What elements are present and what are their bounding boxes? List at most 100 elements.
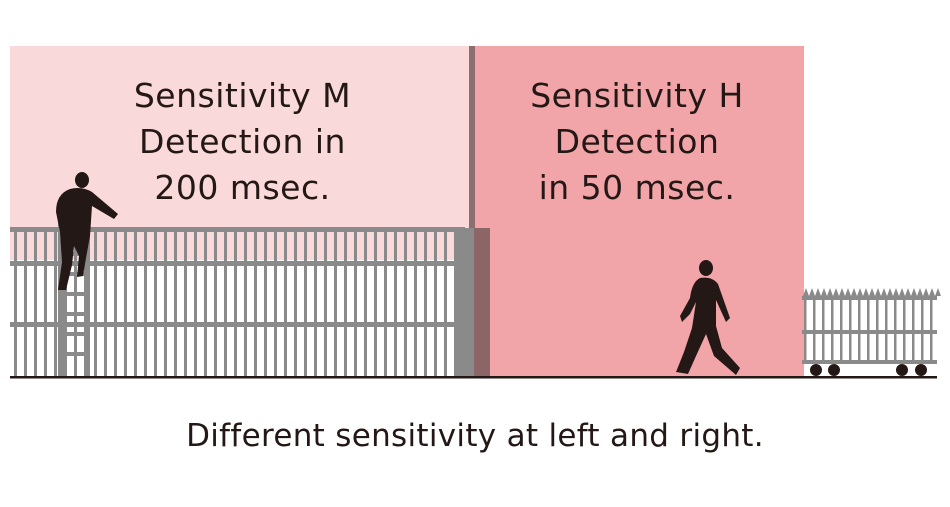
left-zone-detection-line2: 200 msec. [154, 168, 331, 207]
gate-bar [930, 296, 933, 364]
fence-bar [454, 228, 457, 377]
fence-bar [134, 228, 137, 377]
fence-bar [234, 228, 237, 377]
fence-bar [374, 228, 377, 377]
fence-bar [344, 228, 347, 377]
right-zone-label: Sensitivity H Detection in 50 msec. [488, 73, 786, 211]
fence [10, 227, 490, 377]
walking-person-icon [676, 260, 740, 375]
fence-bar [364, 228, 367, 377]
fence-bar [154, 228, 157, 377]
gate-spike [839, 288, 845, 296]
gate-bar [849, 296, 852, 364]
fence-bar [384, 228, 387, 377]
fence-bar [74, 228, 77, 377]
fence-bar [224, 228, 227, 377]
gate-spike [881, 288, 887, 296]
fence-bar [274, 228, 277, 377]
gate-spike [905, 288, 911, 296]
fence-bar [434, 228, 437, 377]
gate-bar [894, 296, 897, 364]
gate-spike [875, 288, 881, 296]
right-detection-zone [474, 46, 804, 377]
gate-spike [815, 288, 821, 296]
fence-bar [404, 228, 407, 377]
fence-bar [414, 228, 417, 377]
fence-bar [244, 228, 247, 377]
gate-bar [912, 296, 915, 364]
fence-bar [124, 228, 127, 377]
gate-spike [893, 288, 899, 296]
ground-line [10, 376, 937, 379]
fence-bar [334, 228, 337, 377]
fence-bar [444, 228, 447, 377]
fence-bar [104, 228, 107, 377]
fence-bar [214, 228, 217, 377]
left-zone-detection-line1: Detection in [139, 122, 346, 161]
right-zone-detection-line2: in 50 msec. [538, 168, 736, 207]
fence-bar [424, 228, 427, 377]
gate-bar [921, 296, 924, 364]
gate-spike [833, 288, 839, 296]
fence-bar [114, 228, 117, 377]
left-zone-sensitivity: Sensitivity M [133, 76, 352, 115]
fence-bar [44, 228, 47, 377]
fence-bar [264, 228, 267, 377]
gate-spike [935, 288, 941, 296]
fence-bar [194, 228, 197, 377]
sensor-pole [469, 46, 475, 377]
fence-bar [294, 228, 297, 377]
gate-bar [804, 296, 807, 364]
gate-bar [867, 296, 870, 364]
person-on-ladder-icon [56, 172, 118, 290]
fence-bar [144, 228, 147, 377]
gate-spike [827, 288, 833, 296]
fence-bar [314, 228, 317, 377]
gate-bar [831, 296, 834, 364]
gate-spike [887, 288, 893, 296]
gate-spike [809, 288, 815, 296]
fence-bar [94, 228, 97, 377]
gate-spike [923, 288, 929, 296]
fence-bar [14, 228, 17, 377]
left-zone-label: Sensitivity M Detection in 200 msec. [90, 73, 395, 211]
gate-spike [911, 288, 917, 296]
gate-spike [917, 288, 923, 296]
fence-bar [204, 228, 207, 377]
gate-spike [869, 288, 875, 296]
fence-bar [184, 228, 187, 377]
gate-spike [929, 288, 935, 296]
gate-spike [863, 288, 869, 296]
fence-bar [24, 228, 27, 377]
gate-bar [840, 296, 843, 364]
gate-bar [822, 296, 825, 364]
fence-bar [64, 228, 67, 377]
gate-bar [885, 296, 888, 364]
gate-spike [899, 288, 905, 296]
fence-bar [324, 228, 327, 377]
gate-bar [858, 296, 861, 364]
fence-bar [164, 228, 167, 377]
movable-gate-icon [802, 288, 941, 376]
caption: Different sensitivity at left and right. [186, 418, 764, 454]
gate-bar [876, 296, 879, 364]
gate-spike [821, 288, 827, 296]
fence-bar [394, 228, 397, 377]
fence-gate-post [456, 228, 474, 377]
gate-spike [803, 288, 809, 296]
gate-spike [857, 288, 863, 296]
gate-bar [903, 296, 906, 364]
fence-bar [254, 228, 257, 377]
gate-spike [845, 288, 851, 296]
fence-bar [304, 228, 307, 377]
gate-spike [851, 288, 857, 296]
right-zone-sensitivity: Sensitivity H [530, 76, 744, 115]
fence-bar [34, 228, 37, 377]
gate-bar [813, 296, 816, 364]
fence-bar [354, 228, 357, 377]
fence-bar [284, 228, 287, 377]
right-zone-detection-line1: Detection [554, 122, 720, 161]
fence-bar [54, 228, 57, 377]
fence-bar [174, 228, 177, 377]
